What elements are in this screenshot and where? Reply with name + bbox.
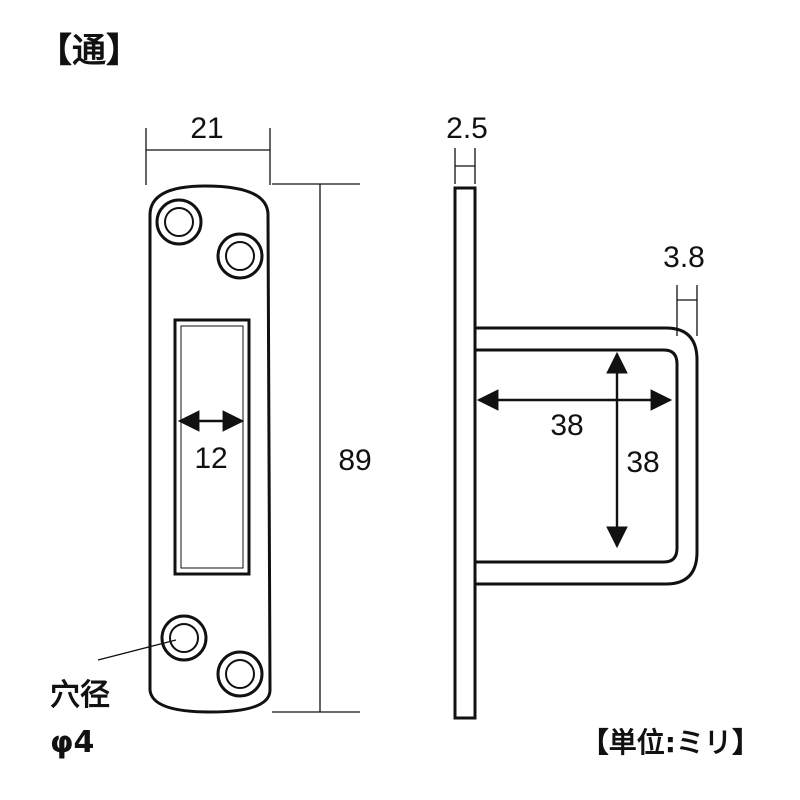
strike-slot: [173, 318, 251, 576]
unit-label: 【単位:ミリ】: [581, 726, 760, 759]
plate-height-label: 89: [338, 444, 371, 477]
screw-hole: [160, 614, 208, 662]
plate-thickness-label: 2.5: [446, 112, 488, 145]
hole-diameter-label: 穴径: [50, 678, 110, 713]
hole-leader-line: [97, 639, 177, 661]
plate-width-label: 21: [190, 112, 223, 145]
loop-height-label: 38: [626, 446, 659, 479]
side-view: 2.5 3.8 38 38: [446, 112, 705, 720]
loop-thickness-label: 3.8: [663, 241, 705, 274]
slot-width-label: 12: [194, 442, 227, 475]
strike-loop: [475, 326, 699, 586]
loop-depth-label: 38: [550, 409, 583, 442]
plate-profile: [453, 186, 477, 720]
screw-hole: [216, 650, 264, 698]
drawing-title: 【通】: [38, 31, 140, 71]
screw-hole: [216, 232, 264, 280]
hole-diameter-value: φ4: [50, 725, 94, 760]
screw-hole: [155, 198, 203, 246]
front-view: 21 89 12 穴径 φ4: [50, 112, 372, 760]
